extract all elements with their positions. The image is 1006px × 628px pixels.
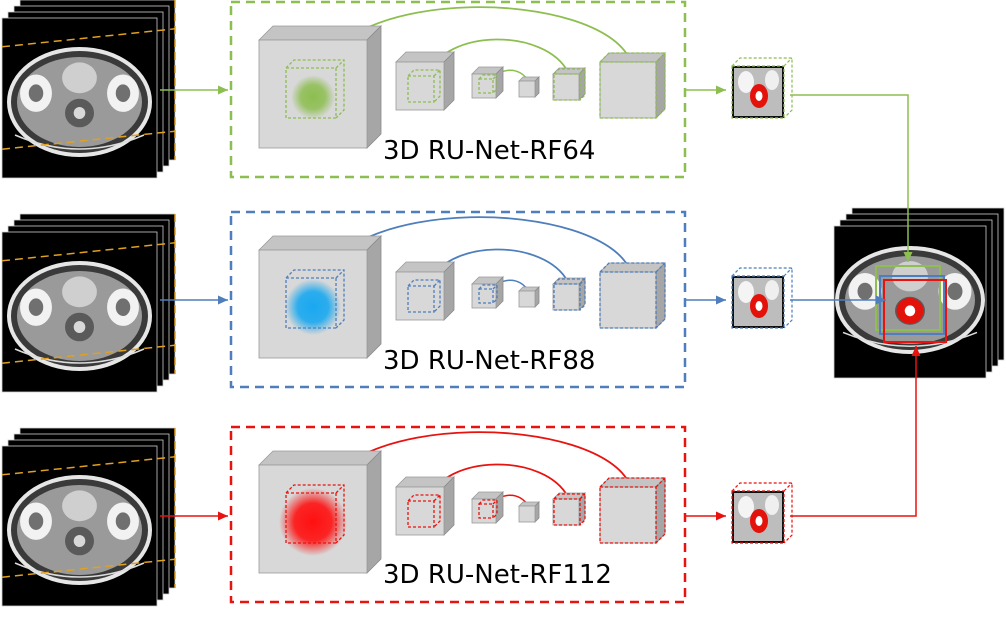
segmentation-patch-icon: [731, 57, 793, 119]
feature-box: [407, 494, 441, 528]
feature-box: [553, 278, 586, 311]
feature-cube-icon: [395, 261, 455, 321]
feature-box: [407, 69, 441, 103]
network-frame-rf88: [229, 210, 687, 389]
feature-box: [599, 477, 666, 544]
segmentation-patch-icon: [731, 267, 793, 329]
fusion-box-rf88: [879, 275, 945, 335]
feature-box: [478, 284, 498, 304]
output-arrow-rf112: [686, 511, 726, 521]
receptive-field-glow: [285, 279, 341, 335]
receptive-field-box: [285, 484, 345, 544]
network-frame-rf112: [229, 425, 687, 604]
feature-cube-icon: [395, 476, 455, 536]
feature-cube-icon: [258, 25, 382, 149]
receptive-field-glow: [279, 488, 347, 556]
output-arrow-rf64: [686, 85, 726, 95]
feature-box: [599, 52, 666, 119]
feature-box: [478, 74, 498, 94]
feature-cube-icon: [599, 477, 666, 544]
network-frame-rf64: [229, 0, 687, 179]
feature-box: [478, 499, 498, 519]
feature-cube-icon: [258, 235, 382, 359]
receptive-field-box: [285, 269, 345, 329]
mri-volume-icon: [1, 427, 176, 607]
input-arrow-rf112: [160, 511, 228, 521]
mri-volume-icon: [1, 213, 176, 393]
feature-cube-icon: [599, 262, 666, 329]
feature-cube-icon: [518, 286, 540, 308]
input-arrow-rf64: [160, 85, 228, 95]
feature-cube-icon: [518, 501, 540, 523]
feature-box: [553, 493, 586, 526]
network-label-rf112: 3D RU-Net-RF112: [383, 560, 612, 590]
fusion-arrow-rf112: [790, 346, 921, 517]
receptive-field-glow: [291, 75, 335, 119]
feature-cube-icon: [471, 491, 504, 524]
segmentation-patch-icon: [731, 482, 793, 544]
output-arrow-rf88: [686, 295, 726, 305]
fusion-arrow-rf64: [790, 94, 913, 262]
fusion-box-rf112: [883, 279, 947, 343]
feature-box: [553, 68, 586, 101]
network-rf64: [258, 6, 666, 149]
feature-cube-icon: [395, 51, 455, 111]
mri-volume-icon: [1, 0, 176, 179]
fused-output-volume-icon: [833, 207, 1005, 379]
fusion-arrow-rf88: [790, 295, 886, 305]
network-label-rf88: 3D RU-Net-RF88: [383, 346, 596, 376]
feature-box: [599, 262, 666, 329]
feature-cube-icon: [471, 66, 504, 99]
network-label-rf64: 3D RU-Net-RF64: [383, 136, 596, 166]
network-rf88: [258, 216, 666, 359]
feature-cube-icon: [518, 76, 540, 98]
feature-cube-icon: [599, 52, 666, 119]
feature-cube-icon: [471, 276, 504, 309]
network-rf112: [258, 431, 666, 574]
feature-cube-icon: [552, 492, 586, 526]
input-arrow-rf88: [160, 295, 228, 305]
receptive-field-box: [285, 59, 345, 119]
feature-box: [407, 279, 441, 313]
